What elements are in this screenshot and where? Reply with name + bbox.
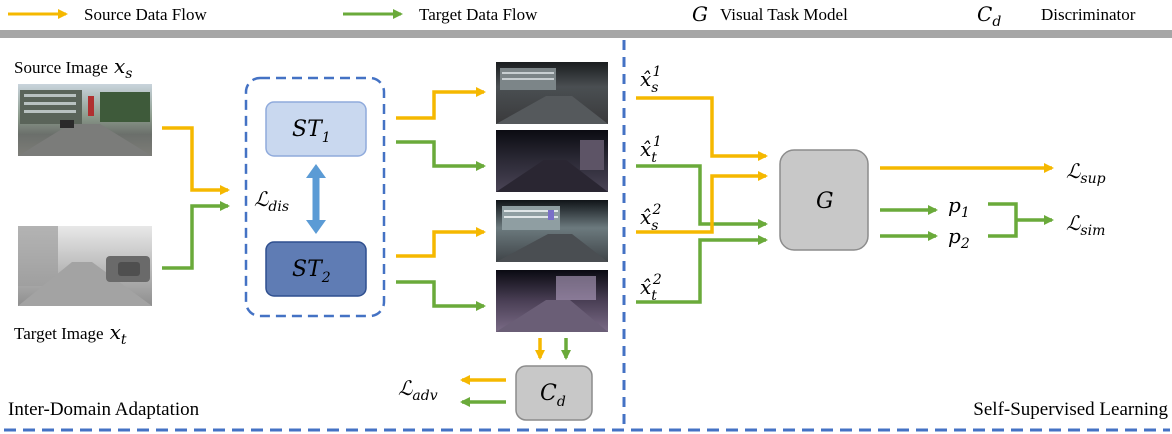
p-merge-arrow xyxy=(988,202,1052,238)
st1-label: ST1 xyxy=(292,117,331,146)
header-divider-bar xyxy=(0,30,1172,38)
st2-source-arrow xyxy=(396,227,486,258)
loss-dis-label: ℒdis xyxy=(254,187,289,215)
legend-source-label: Source Data Flow xyxy=(84,5,207,24)
st1-box xyxy=(265,101,367,157)
xs2-label: x̂s2 xyxy=(640,202,661,234)
legend-g-label: Visual Task Model xyxy=(720,5,848,24)
p2-label: p2 xyxy=(948,224,970,252)
st1-source-arrow xyxy=(396,87,486,120)
xt2-to-g-arrow xyxy=(636,235,768,304)
output-image-xt1 xyxy=(496,130,608,192)
st1-target-arrow xyxy=(396,140,486,171)
loss-sim-label: ℒsim xyxy=(1066,211,1105,239)
st2-box xyxy=(265,241,367,297)
xs1-to-g-arrow xyxy=(636,96,768,161)
xs2-to-g-arrow xyxy=(636,171,768,234)
p1-label: p1 xyxy=(948,193,970,221)
legend-target-label: Target Data Flow xyxy=(419,5,538,24)
visual-task-model-label: G xyxy=(816,189,834,214)
inter-domain-section-label: Inter-Domain Adaptation xyxy=(8,399,200,420)
st2-target-arrow xyxy=(396,280,486,311)
dis-arrow-head-bottom xyxy=(306,220,326,234)
output-image-xs2 xyxy=(496,200,608,262)
visual-task-model-box xyxy=(779,149,869,251)
legend: Source Data Flow Target Data Flow G Visu… xyxy=(8,2,1136,30)
xt1-to-g-arrow xyxy=(636,164,768,229)
target-input-arrow xyxy=(162,201,230,270)
dis-arrow-head-top xyxy=(306,164,326,178)
st2-label: ST2 xyxy=(292,257,331,286)
output-image-xt2 xyxy=(496,270,608,332)
style-transfer-group xyxy=(244,76,386,318)
source-image xyxy=(18,84,152,156)
output-image-xs1 xyxy=(496,62,608,124)
discriminator-label: Cd xyxy=(540,381,566,410)
xt2-label: x̂t2 xyxy=(640,272,662,304)
discriminator-box xyxy=(515,365,593,421)
self-supervised-section-label: Self-Supervised Learning xyxy=(973,399,1168,420)
loss-adv-label: ℒadv xyxy=(398,376,438,404)
legend-cd-symbol: Cd xyxy=(977,2,1001,30)
legend-cd-label: Discriminator xyxy=(1041,5,1136,24)
xt1-label: x̂t1 xyxy=(640,134,662,166)
target-image xyxy=(18,226,152,306)
source-input-arrow xyxy=(162,126,230,195)
xs1-label: x̂s1 xyxy=(640,64,661,96)
loss-sup-label: ℒsup xyxy=(1066,159,1106,187)
legend-g-symbol: G xyxy=(692,2,708,26)
